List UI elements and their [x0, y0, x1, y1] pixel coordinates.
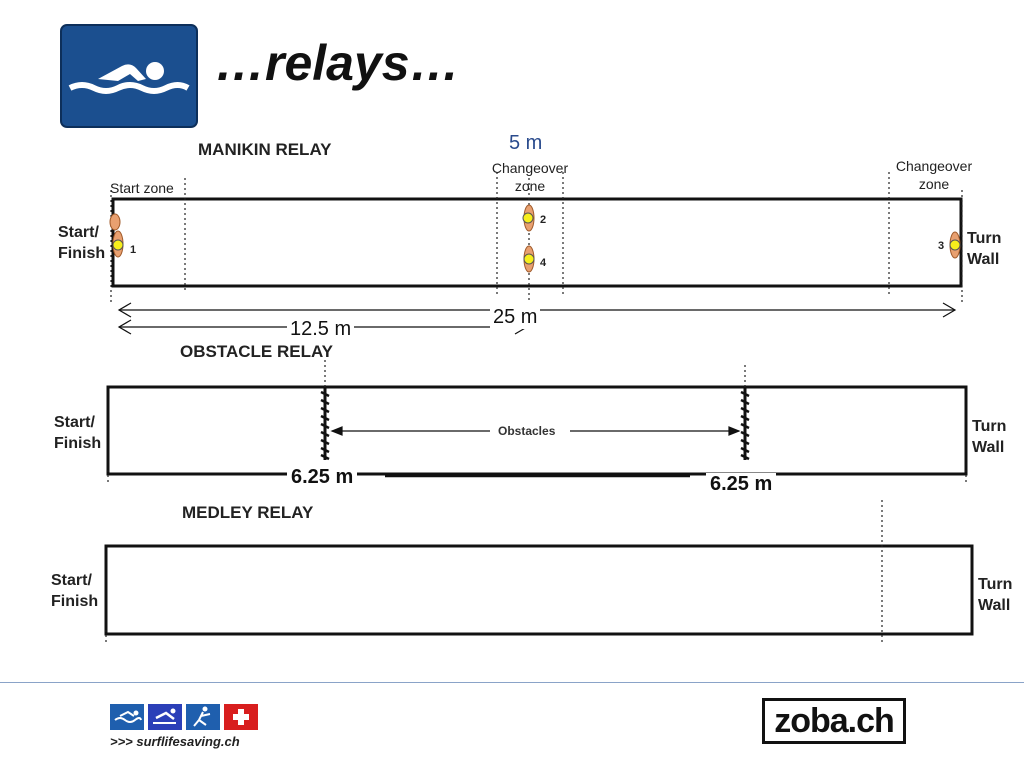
- obstacle-start-finish-label: Start/ Finish: [54, 414, 102, 452]
- lifeguard-badge-icon: [186, 704, 220, 730]
- obstacle-turn-wall-label: Turn Wall: [972, 418, 1007, 456]
- obstacles-label: Obstacles: [498, 424, 556, 438]
- obstacle-net-right: [740, 388, 750, 461]
- manikin-start-zone-label: Start zone: [110, 180, 174, 196]
- swimmer-1-number: 1: [130, 244, 137, 256]
- slide-title: …relays…: [215, 35, 460, 91]
- medley-turn-wall-label: Turn Wall: [978, 576, 1013, 614]
- obstacle-dim-right: 6.25 m: [706, 473, 777, 496]
- manikin-relay-title: MANIKIN RELAY: [198, 140, 332, 159]
- surflifesaving-website[interactable]: >>> surflifesaving.ch: [110, 734, 240, 749]
- manikin-mid-distance: 5 m: [509, 132, 543, 154]
- swimmer-3: [949, 231, 961, 259]
- manikin-end-changeover-label: Changeover zone: [895, 158, 973, 192]
- swimmer-2-number: 2: [540, 214, 547, 226]
- swiss-flag-icon: [224, 704, 258, 730]
- swimming-logo: [60, 24, 198, 128]
- obstacle-dim-left: 6.25 m: [287, 466, 358, 489]
- footer-divider: [0, 682, 1024, 683]
- swimmer-icon: [60, 24, 198, 128]
- swimmer-1: [109, 213, 124, 258]
- rescue-badge-icon: [148, 704, 182, 730]
- obstacle-net-left: [320, 388, 330, 461]
- medley-start-finish-label: Start/ Finish: [51, 572, 99, 610]
- manikin-turn-wall-label: Turn Wall: [967, 230, 1002, 268]
- manikin-start-finish-label: Start/ Finish: [58, 224, 106, 262]
- obstacle-relay-title: OBSTACLE RELAY: [180, 342, 334, 361]
- obstacles-arrow: [330, 426, 741, 436]
- manikin-12-5m-label: 12.5 m: [287, 318, 355, 341]
- manikin-mid-changeover-label: Changeover zone: [491, 160, 569, 194]
- swimmer-3-number: 3: [938, 240, 945, 252]
- swimmer-2: [522, 204, 535, 232]
- manikin-25m-label: 25 m: [490, 306, 541, 329]
- medley-pool-lane: [104, 544, 974, 636]
- surflifesaving-badges: [110, 703, 260, 731]
- medley-relay-title: MEDLEY RELAY: [182, 503, 314, 522]
- swim-badge-icon: [110, 704, 144, 730]
- swimmer-4: [523, 245, 535, 273]
- obstacle-pool-lane: [106, 385, 968, 476]
- zoba-logo[interactable]: zoba.ch: [762, 698, 906, 744]
- swimmer-4-number: 4: [540, 257, 547, 269]
